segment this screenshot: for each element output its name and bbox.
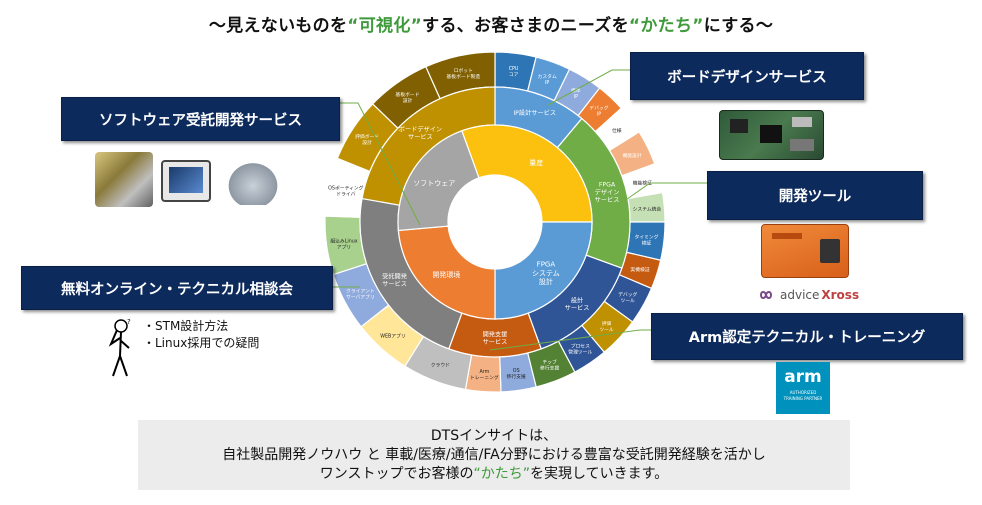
car-photo bbox=[222, 157, 284, 205]
wheel-center-hole bbox=[449, 176, 541, 268]
consult-topic-1: ・STM設計方法 bbox=[143, 319, 229, 333]
wheel-outer-label-17: WEBアプリ bbox=[380, 333, 405, 339]
wheel-outer-label-16: クラウド bbox=[431, 361, 450, 368]
wheel-outer-label-10: デバッグツール bbox=[618, 291, 637, 304]
wheel-outer-label-7: システム統合 bbox=[633, 205, 662, 212]
dev-tools-label: 開発ツール bbox=[778, 189, 852, 205]
consultation-box[interactable]: 無料オンライン・テクニカル相談会 bbox=[21, 266, 333, 310]
wheel-inner-label-2: 開発環境 bbox=[432, 270, 460, 279]
headline-emphasis-2: “かたち” bbox=[628, 16, 704, 36]
wheel-outer-label-8: タイミング検証 bbox=[635, 233, 659, 246]
summary-line-3-emphasis: “かたち” bbox=[473, 466, 531, 482]
summary-line-3: ワンストップでお客様の“かたち”を実現していきます。 bbox=[138, 465, 850, 484]
arm-training-label: Arm認定テクニカル・トレーニング bbox=[688, 330, 926, 346]
thinking-person-icon: ? bbox=[108, 318, 131, 377]
wheel-outer-label-6: 機能検証 bbox=[633, 179, 652, 186]
arm-logo-text: arm bbox=[784, 367, 822, 387]
wheel-middle-label-0: IP設計サービス bbox=[513, 109, 556, 117]
infinity-icon bbox=[759, 291, 773, 299]
summary-line-3-post: を実現していきます。 bbox=[530, 466, 669, 482]
software-service-box[interactable]: ソフトウェア受託開発サービス bbox=[61, 97, 340, 141]
arm-logo: arm AUTHORIZED TRAINING PARTNER bbox=[776, 362, 830, 414]
summary-line-2: 自社製品開発ノウハウ と 車載/医療/通信/FA分野における豊富な受託開発経験を… bbox=[222, 447, 766, 463]
wheel-outer-label-9: 実機検証 bbox=[630, 266, 649, 273]
board-design-label: ボードデザインサービス bbox=[667, 69, 827, 86]
dev-tools-box[interactable]: 開発ツール bbox=[707, 171, 923, 220]
advice-text: advice bbox=[780, 288, 820, 302]
wheel-outer-label-13: チップ移行支援 bbox=[540, 359, 559, 371]
medical-monitor-photo bbox=[161, 160, 211, 202]
consultation-label: 無料オンライン・テクニカル相談会 bbox=[61, 281, 293, 298]
headline-emphasis-1: “可視化” bbox=[347, 16, 423, 36]
wheel-inner-label-3: ソフトウェア bbox=[413, 179, 455, 187]
board-design-box[interactable]: ボードデザインサービス bbox=[630, 52, 864, 100]
summary-line-3-pre: ワンストップでお客様の bbox=[319, 466, 474, 482]
headline-post: にする〜 bbox=[703, 16, 774, 36]
wheel-middle-label-3: 開発支援サービス bbox=[483, 330, 508, 346]
circuit-board-photo bbox=[719, 110, 824, 160]
wheel-inner-segment-0 bbox=[461, 124, 593, 223]
wheel-middle-label-2: 設計サービス bbox=[565, 296, 590, 312]
wheel-outer-label-4: 仕様 bbox=[612, 127, 622, 134]
wheel-inner-segment-1 bbox=[494, 221, 593, 320]
software-service-label: ソフトウェア受託開発サービス bbox=[99, 112, 302, 129]
summary-box: DTSインサイトは、 自社製品開発ノウハウ と 車載/医療/通信/FA分野におけ… bbox=[138, 420, 850, 490]
arm-training-box[interactable]: Arm認定テクニカル・トレーニング bbox=[651, 313, 963, 360]
wheel-inner-label-0: 量産 bbox=[529, 158, 543, 167]
wheel-outer-label-23: ロボット基板ボード製造 bbox=[446, 66, 480, 79]
wheel-outer-label-18: クライアントサーバアプリ bbox=[346, 288, 375, 300]
robot-arm-photo bbox=[95, 152, 153, 207]
headline: 〜見えないものを“可視化”する、お客さまのニーズを“かたち”にする〜 bbox=[0, 11, 982, 36]
xross-text: Xross bbox=[821, 288, 860, 302]
svg-text:?: ? bbox=[127, 318, 131, 326]
wheel-middle-label-4: 受託開発サービス bbox=[382, 272, 408, 288]
dev-tool-device bbox=[761, 224, 849, 278]
wheel-inner-segment-2 bbox=[397, 225, 496, 320]
arm-logo-subtext: AUTHORIZED TRAINING PARTNER bbox=[783, 390, 823, 401]
headline-pre: 〜見えないものを bbox=[208, 16, 348, 36]
summary-line-1: DTSインサイトは、 bbox=[430, 428, 558, 444]
wheel-outer-label-22: 基板ボード設計 bbox=[396, 91, 420, 104]
headline-mid: する、お客さまのニーズを bbox=[422, 16, 629, 36]
wheel-outer-label-12: プロセス管理ツール bbox=[568, 343, 592, 355]
wheel-outer-label-5: 機能設計 bbox=[622, 152, 641, 159]
consultation-topics: ・STM設計方法 ・Linux採用での疑問 bbox=[143, 318, 259, 352]
consult-topic-2: ・Linux採用での疑問 bbox=[143, 336, 260, 350]
